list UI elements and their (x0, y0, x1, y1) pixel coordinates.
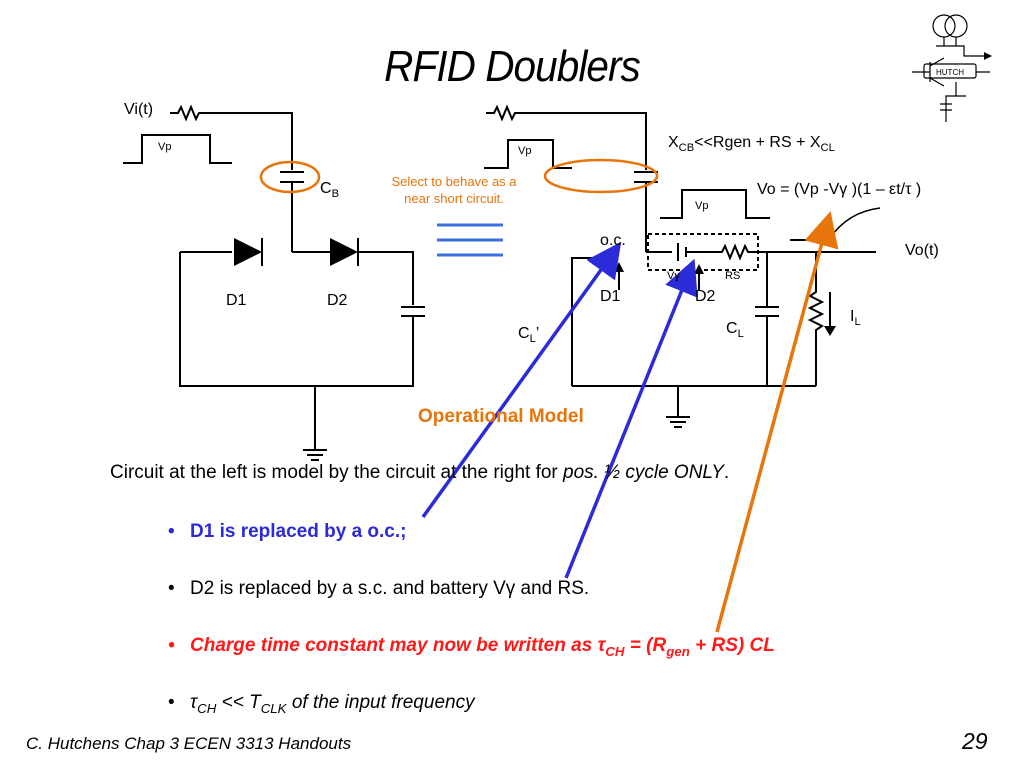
diode-d1 (234, 238, 262, 266)
label-cl-prime: CL’ (518, 325, 540, 346)
label-d1-right: D1 (600, 288, 621, 305)
diode-d2 (330, 238, 358, 266)
description-paragraph: Circuit at the left is model by the circ… (110, 462, 730, 483)
right-circuit (484, 104, 876, 428)
label-d2-right: D2 (695, 288, 716, 305)
label-d2-left: D2 (327, 292, 348, 309)
slide-title: RFID Doublers (384, 42, 641, 91)
pointer-d2 (564, 258, 698, 579)
d2-model-box (647, 233, 759, 271)
pointer-d1 (421, 241, 622, 519)
label-vo-formula: Vo = (Vp -Vγ )(1 – εt/τ ) (757, 181, 922, 198)
label-d1-left: D1 (226, 292, 247, 309)
left-circuit (123, 104, 425, 461)
label-vgamma: Vγ (667, 270, 680, 282)
vp-pulse-mid (484, 139, 572, 169)
vp-pulse-right (660, 189, 770, 219)
label-vp-mid: Vp (518, 145, 532, 157)
input-wire-resistor-right (486, 104, 647, 170)
footer-text: C. Hutchens Chap 3 ECEN 3313 Handouts (26, 734, 352, 753)
bullet-d2: •D2 is replaced by a s.c. and battery Vγ… (168, 578, 590, 599)
label-vi: Vi(t) (124, 101, 154, 118)
vp-pulse-left (123, 134, 232, 164)
label-cb: CB (320, 180, 340, 201)
bullet-d1: •D1 is replaced by a o.c.; (168, 521, 407, 542)
label-xcb-condition: XCB<<Rgen + RS + XCL (668, 134, 835, 155)
label-oc: o.c. (600, 232, 626, 249)
input-wire-resistor (170, 104, 293, 170)
label-vp-right: Vp (695, 200, 709, 212)
page-number: 29 (962, 728, 988, 754)
highlight-cb (259, 160, 321, 194)
bullet-time-constant: •Charge time constant may now be written… (168, 635, 775, 659)
operational-model-label: Operational Model (418, 406, 584, 427)
label-cl: CL (726, 320, 744, 341)
highlight-cb-right (543, 158, 659, 194)
label-vo-t: Vo(t) (905, 242, 939, 259)
pointer-formula (715, 211, 839, 633)
logo-text: HUTCH (936, 68, 964, 77)
hutch-logo (912, 14, 990, 122)
label-rs: RS (725, 270, 741, 282)
equivalence-sign (437, 223, 503, 257)
label-vp-left: Vp (158, 141, 172, 153)
label-il: IL (850, 308, 861, 329)
bullet-tau-clk: •τCH << TCLK of the input frequency (168, 692, 475, 716)
